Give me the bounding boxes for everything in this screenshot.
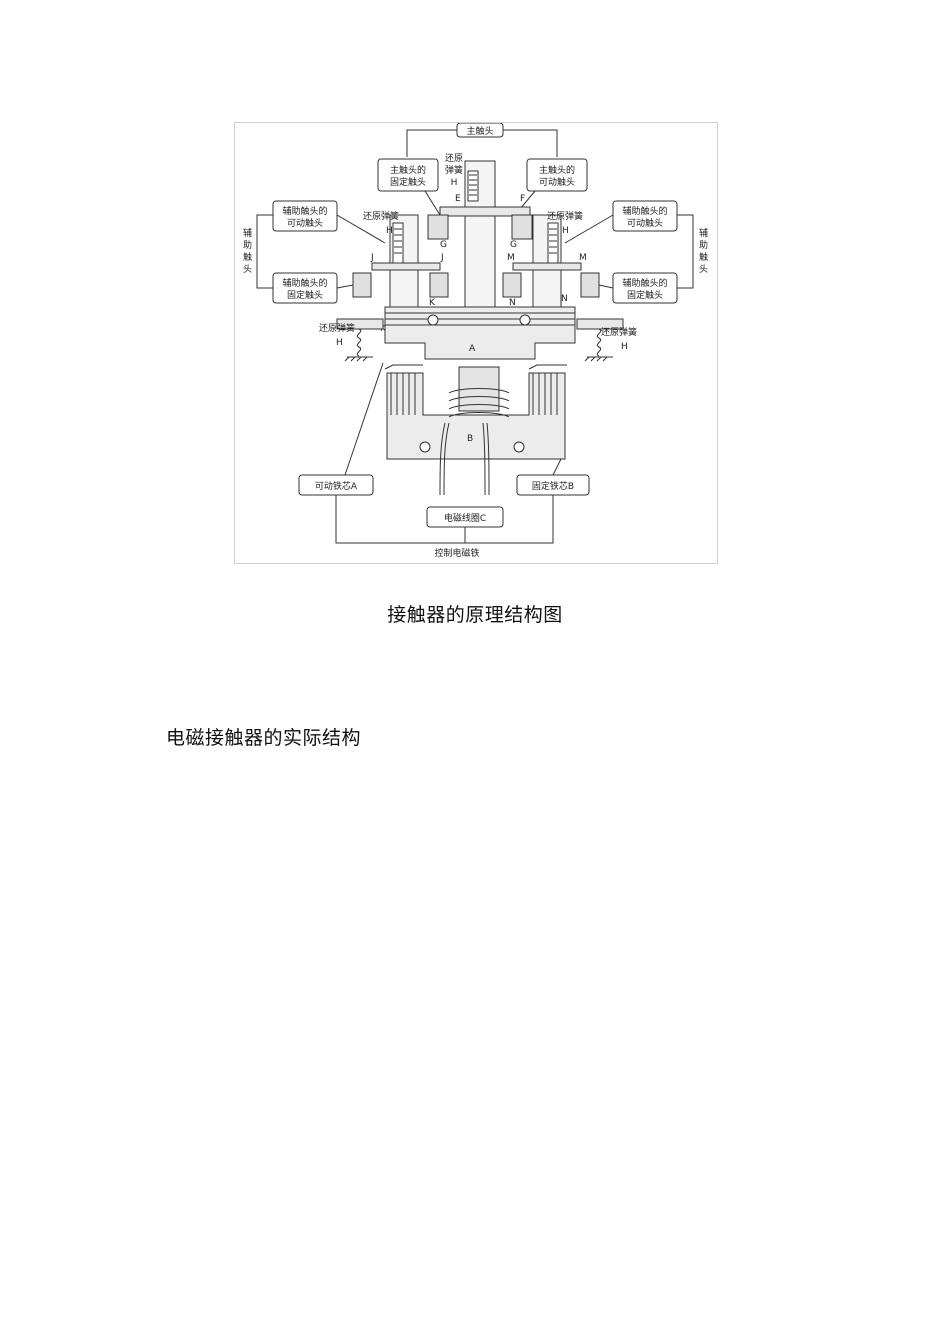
fixed-core-b — [386, 372, 566, 460]
main-contact-leaders — [424, 190, 536, 216]
contactor-diagram: 主触头 主触头的 固定触头 主触头的 可动触头 还原 弹簧 H E F G G … — [234, 122, 718, 564]
fixed-core-laminations — [390, 373, 558, 415]
aux-movable-right-box — [612, 200, 678, 232]
top-spring-housing — [467, 170, 479, 202]
lower-left-spring-label: 还原弹簧 — [319, 322, 355, 334]
lower-right-ground — [584, 356, 613, 362]
aux-fixed-right-line2: 固定触头 — [627, 289, 663, 301]
movable-core-hole-right — [519, 314, 531, 326]
right-aux-spring — [549, 228, 557, 254]
top-spring-line1: 还原 — [445, 152, 463, 164]
top-spring-line2: 弹簧 — [445, 164, 463, 176]
section-heading: 电磁接触器的实际结构 — [166, 727, 362, 749]
letter-g-right: G — [510, 240, 517, 250]
control-bracket — [335, 495, 554, 544]
aux-left-leaders — [336, 214, 386, 289]
aux-right-v1: 辅 — [699, 227, 708, 239]
return-spring-right-label: 还原弹簧 — [547, 210, 583, 222]
main-fixed-contact-box — [377, 158, 439, 192]
contactor-diagram-svg: 主触头 主触头的 固定触头 主触头的 可动触头 还原 弹簧 H E F G G … — [243, 123, 708, 559]
core-leaders — [344, 362, 562, 476]
letter-h-top: H — [451, 178, 458, 188]
aux-right-v2: 助 — [699, 239, 708, 251]
coil-label: 电磁线圈C — [444, 512, 486, 524]
coil-windings — [448, 388, 510, 418]
aux-fixed-right-line1: 辅助触头的 — [622, 277, 667, 289]
letter-m-right: M — [579, 253, 587, 263]
right-aux-crossbar — [512, 262, 582, 271]
fixed-core-label: 固定铁芯B — [532, 480, 574, 492]
main-crossbar — [439, 206, 531, 217]
coil-lead-right — [482, 422, 490, 496]
fixed-core-hole-left — [419, 441, 431, 453]
movable-core-laminations — [385, 312, 575, 326]
right-side-plate — [576, 318, 624, 330]
lower-left-ground — [344, 356, 373, 362]
letter-f: F — [520, 194, 525, 204]
letter-h-left-col: H — [386, 226, 393, 236]
figure-caption: 接触器的原理结构图 — [387, 604, 563, 626]
aux-left-v4: 头 — [243, 264, 252, 275]
letter-n-left: N — [509, 298, 516, 308]
fixed-core-top-edges — [384, 364, 567, 370]
main-movable-contact-box — [526, 158, 588, 192]
main-movable-line2: 可动触头 — [539, 176, 575, 188]
left-side-plate — [336, 318, 384, 330]
lower-left-spring — [356, 328, 362, 357]
aux-left-bracket — [256, 214, 273, 289]
letter-h-lower-right: H — [621, 342, 628, 352]
movable-core-label: 可动铁芯A — [315, 480, 358, 492]
left-aux-spring — [394, 228, 402, 254]
coil-lead-left — [439, 422, 450, 496]
letter-k-right: K — [429, 298, 436, 308]
right-aux-fixed-contact-2 — [580, 272, 600, 298]
main-fixed-contact-right — [511, 214, 533, 240]
letter-n-right: N — [561, 294, 568, 304]
letter-h-lower-left: H — [336, 338, 343, 348]
aux-left-v1: 辅 — [243, 227, 252, 239]
control-electromagnet-label: 控制电磁铁 — [434, 547, 479, 559]
aux-right-v4: 头 — [699, 264, 708, 275]
main-movable-line1: 主触头的 — [539, 164, 575, 176]
main-fixed-line1: 主触头的 — [390, 164, 426, 176]
left-aux-fixed-contact-2 — [429, 272, 449, 298]
aux-right-leaders — [564, 214, 614, 289]
letter-g-left: G — [440, 240, 447, 250]
movable-core-a — [384, 306, 576, 360]
main-contact-label: 主触头 — [466, 125, 493, 137]
left-aux-crossbar — [371, 262, 441, 271]
aux-left-v2: 助 — [243, 239, 252, 251]
aux-movable-left-box — [272, 200, 338, 232]
letter-a: A — [469, 344, 476, 354]
aux-fixed-left-line2: 固定触头 — [287, 289, 323, 301]
letter-b: B — [467, 434, 473, 444]
aux-fixed-left-line1: 辅助触头的 — [282, 277, 327, 289]
aux-left-v3: 触 — [243, 251, 252, 263]
main-fixed-contact-left — [427, 214, 449, 240]
top-spring-coil — [469, 174, 477, 196]
aux-movable-left-line1: 辅助触头的 — [282, 205, 327, 217]
right-aux-fixed-contact — [502, 272, 522, 298]
aux-movable-right-line2: 可动触头 — [627, 217, 663, 229]
main-fixed-line2: 固定触头 — [390, 176, 426, 188]
lower-right-spring — [596, 328, 602, 357]
main-contact-bracket — [406, 129, 558, 157]
lower-right-spring-label: 还原弹簧 — [601, 326, 637, 338]
letter-e: E — [455, 194, 461, 204]
fixed-core-hole-right — [513, 441, 525, 453]
left-aux-fixed-contact — [352, 272, 372, 298]
return-spring-left-label: 还原弹簧 — [363, 210, 399, 222]
aux-movable-left-line2: 可动触头 — [287, 217, 323, 229]
movable-core-hole-left — [427, 314, 439, 326]
letter-m-left: M — [507, 253, 515, 263]
aux-right-bracket — [677, 214, 694, 289]
aux-right-v3: 触 — [699, 251, 708, 263]
letter-h-right-col: H — [562, 226, 569, 236]
letter-j-right: J — [440, 253, 444, 263]
letter-j-left: J — [370, 253, 374, 263]
aux-movable-right-line1: 辅助触头的 — [622, 205, 667, 217]
